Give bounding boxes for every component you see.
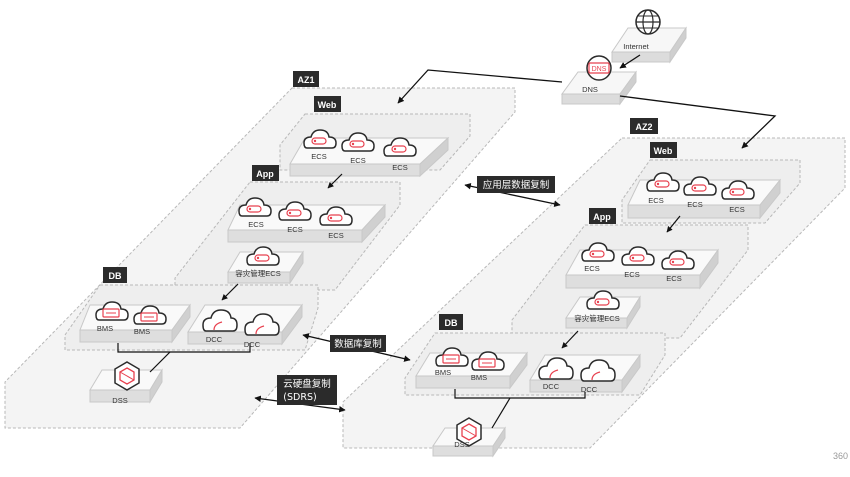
svg-text:数据库复制: 数据库复制 xyxy=(334,338,382,350)
dns-label: DNS xyxy=(582,85,598,94)
connector-az2-dss-link xyxy=(491,397,511,429)
connector-az1-web-app xyxy=(327,173,343,189)
connector-dns-az1 xyxy=(397,69,563,104)
az2-app-ecs-label-2: ECS xyxy=(624,270,639,279)
az2-dcc-icon-1 xyxy=(538,357,574,380)
az2-app-tag: App xyxy=(589,208,616,224)
az2-bms-platform xyxy=(415,351,528,390)
az2-db-tag: DB xyxy=(439,314,463,330)
connector-az1-app-db xyxy=(221,283,239,301)
az1-app-ecs-label-1: ECS xyxy=(248,220,263,229)
az1-bms-icon-1 xyxy=(95,301,129,321)
az2-app-ecs-label-1: ECS xyxy=(584,264,599,273)
svg-text:App: App xyxy=(593,212,611,222)
az2-dr-ecs-label: 容灾管理ECS xyxy=(574,313,619,323)
az1-bms-label-1: BMS xyxy=(97,324,113,333)
az1-web-ecs-label-1: ECS xyxy=(311,152,326,161)
az2-bms-icon-2 xyxy=(471,351,505,371)
az2-dss-icon xyxy=(456,417,482,447)
connector-dns-az2 xyxy=(619,95,777,149)
az2-dcc-label-2: DCC xyxy=(581,385,598,394)
svg-text:应用层数据复制: 应用层数据复制 xyxy=(483,179,550,191)
svg-text:DNS: DNS xyxy=(592,66,607,73)
az1-dcc-icon-1 xyxy=(202,309,238,332)
connector-az1-dss-link xyxy=(149,351,171,373)
az1-app-ecs-label-2: ECS xyxy=(287,225,302,234)
az2-web-ecs-icon-3 xyxy=(721,180,755,200)
az2-web-ecs-label-2: ECS xyxy=(687,200,702,209)
az2-bms-label-2: BMS xyxy=(471,373,487,382)
globe-icon xyxy=(635,9,661,35)
az1-web-ecs-icon-1 xyxy=(303,129,337,149)
az1-bms-icon-2 xyxy=(133,305,167,325)
az2-bms-icon-1 xyxy=(435,347,469,367)
az2-web-ecs-icon-1 xyxy=(646,172,680,192)
az1-web-ecs-icon-3 xyxy=(383,137,417,157)
az1-db-tag: DB xyxy=(103,267,127,283)
az1-tag: AZ1 xyxy=(293,71,319,87)
svg-text:DB: DB xyxy=(109,271,122,281)
az1-dss-label: DSS xyxy=(112,396,127,405)
az2-web-ecs-label-1: ECS xyxy=(648,196,663,205)
connector-az2-app-db xyxy=(561,330,579,349)
connector-az2-db-dss xyxy=(454,389,586,399)
sdrs-replication-note: 云硬盘复制 (SDRS) xyxy=(277,375,337,405)
svg-text:App: App xyxy=(256,169,274,179)
connector-az1-db-dss xyxy=(117,343,251,353)
az2-app-ecs-label-3: ECS xyxy=(666,274,681,283)
svg-text:AZ2: AZ2 xyxy=(635,122,652,132)
az1-bms-label-2: BMS xyxy=(134,327,150,336)
az1-app-tag: App xyxy=(252,165,279,181)
az1-dcc-label-2: DCC xyxy=(244,340,261,349)
app-replication-note: 应用层数据复制 xyxy=(477,176,555,193)
svg-text:Web: Web xyxy=(654,146,673,156)
connector-az2-web-app xyxy=(666,215,681,233)
az2-web-tag: Web xyxy=(650,142,677,158)
az2-dcc-label-1: DCC xyxy=(543,382,560,391)
internet-label: Internet xyxy=(623,42,649,51)
az1-web-ecs-icon-2 xyxy=(341,132,375,152)
az1-dss-icon xyxy=(114,361,140,391)
internet-platform xyxy=(611,26,687,64)
az2-web-ecs-icon-2 xyxy=(683,176,717,196)
db-replication-note: 数据库复制 xyxy=(330,335,386,352)
az2-dr-ecs-icon xyxy=(586,290,620,310)
az1-dcc-icon-2 xyxy=(244,313,280,336)
az2-app-ecs-icon-3 xyxy=(661,250,695,270)
az2-bms-label-1: BMS xyxy=(435,368,451,377)
az1-dr-ecs-icon xyxy=(246,246,280,266)
az1-app-ecs-icon-3 xyxy=(319,206,353,226)
az1-web-ecs-label-2: ECS xyxy=(350,156,365,165)
connector-internet-dns xyxy=(619,54,641,69)
dns-icon: DNS xyxy=(586,55,612,81)
az1-web-ecs-label-3: ECS xyxy=(392,163,407,172)
svg-text:DB: DB xyxy=(445,318,458,328)
az2-app-ecs-icon-2 xyxy=(621,246,655,266)
az2-web-ecs-label-3: ECS xyxy=(729,205,744,214)
svg-text:云硬盘复制: 云硬盘复制 xyxy=(283,378,331,390)
svg-text:AZ1: AZ1 xyxy=(297,75,314,85)
az1-dcc-label-1: DCC xyxy=(206,335,223,344)
az2-dcc-icon-2 xyxy=(580,359,616,382)
az1-dr-ecs-label: 容灾管理ECS xyxy=(235,268,280,278)
az2-app-ecs-icon-1 xyxy=(581,242,615,262)
svg-text:(SDRS): (SDRS) xyxy=(283,392,316,403)
corner-text: 360 xyxy=(832,451,848,461)
az1-web-tag: Web xyxy=(314,96,341,112)
az2-dss-label: DSS xyxy=(454,440,469,449)
svg-text:Web: Web xyxy=(318,100,337,110)
az2-tag: AZ2 xyxy=(630,118,658,134)
az1-app-ecs-icon-1 xyxy=(238,197,272,217)
dns-platform xyxy=(561,70,637,106)
az1-app-ecs-label-3: ECS xyxy=(328,231,343,240)
az1-app-ecs-icon-2 xyxy=(278,201,312,221)
